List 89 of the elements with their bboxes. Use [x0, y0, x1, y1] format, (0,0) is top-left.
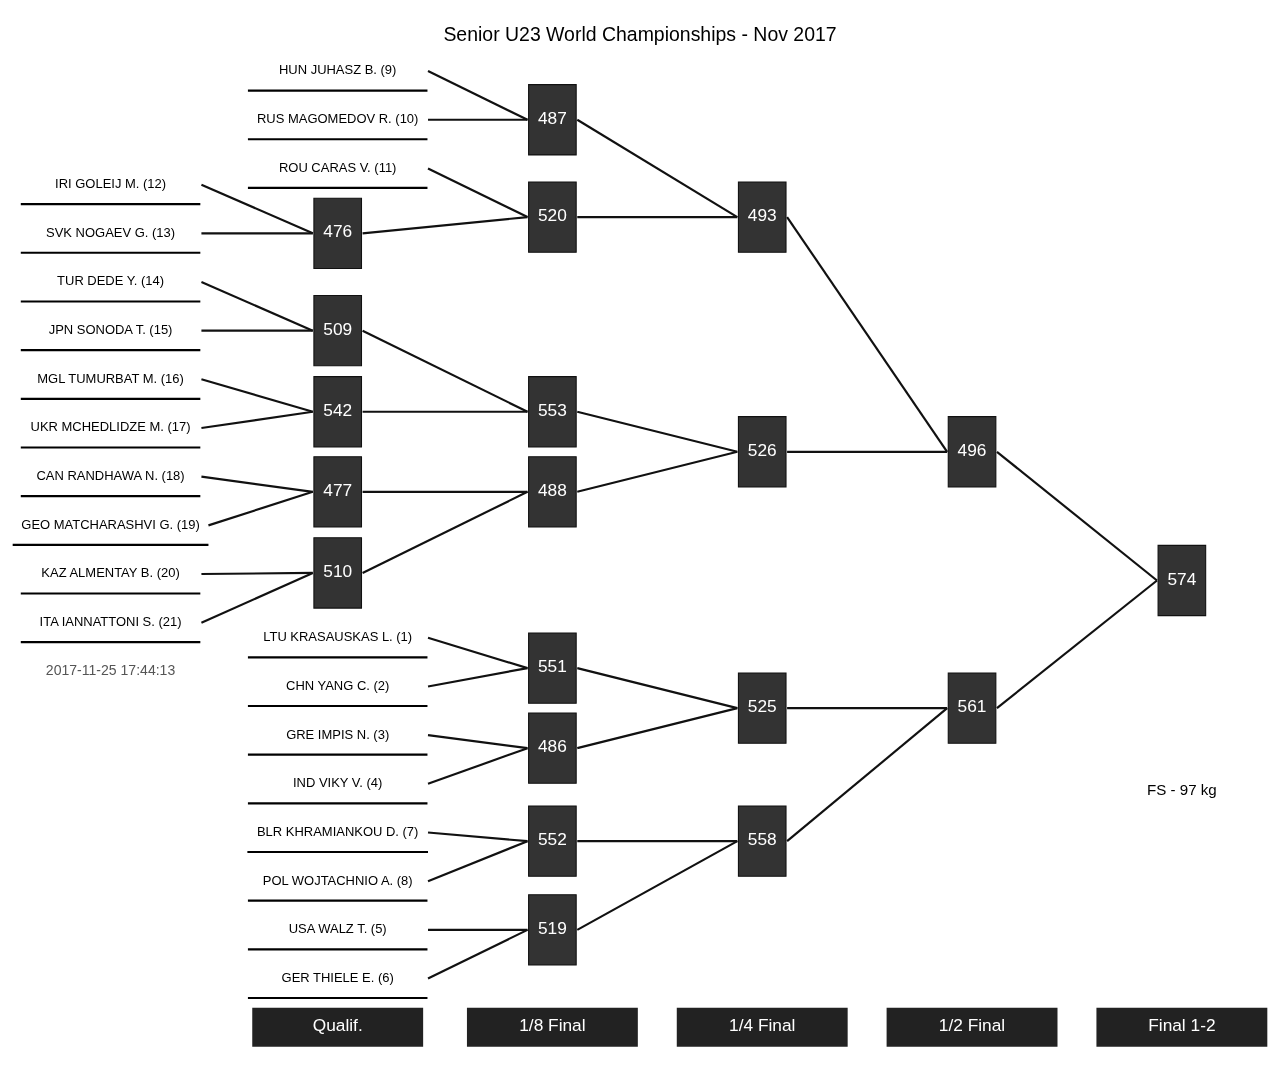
connector — [200, 571, 314, 624]
connector — [427, 830, 528, 842]
connector — [427, 166, 528, 218]
node-text: GEO MATCHARASHVI G. (19) — [21, 516, 200, 532]
connector — [576, 839, 738, 931]
node-text: CAN RANDHAWA N. (18) — [36, 467, 185, 483]
connector — [362, 490, 528, 574]
connector — [787, 706, 948, 709]
connector — [577, 706, 738, 749]
connector — [427, 69, 528, 121]
node-box: 558 — [737, 805, 787, 877]
node-box: 476 — [313, 197, 363, 269]
label: 1/8 Final — [519, 1014, 586, 1035]
node-text: SVK NOGAEV G. (13) — [46, 224, 176, 240]
node-text: ROU CARAS V. (11) — [278, 159, 397, 175]
node-box: 496 — [947, 415, 997, 487]
connector — [201, 183, 314, 234]
connector — [201, 329, 313, 332]
connector — [996, 579, 1158, 709]
node-box: 525 — [737, 671, 787, 744]
node-text: CHN YANG C. (2) — [286, 677, 390, 693]
connector — [577, 410, 738, 453]
label: 1/4 Final — [729, 1014, 796, 1035]
node-box: 526 — [737, 415, 787, 487]
node-box: 551 — [528, 631, 577, 704]
node-text: JPN SONODA T. (15) — [48, 321, 173, 337]
node-box: 553 — [528, 375, 577, 447]
connector — [208, 490, 314, 526]
connector — [362, 490, 528, 493]
node-text: POL WOJTACHNIO A. (8) — [262, 872, 413, 888]
node-box: 488 — [528, 455, 577, 527]
node-box: 493 — [737, 180, 787, 253]
connector — [577, 450, 738, 493]
connector — [362, 410, 528, 413]
connector — [996, 450, 1158, 581]
node-box: 542 — [313, 375, 363, 447]
node-text: HUN JUHASZ B. (9) — [278, 61, 397, 77]
diagram-title: Senior U23 World Championships - Nov 2017 — [443, 22, 837, 45]
node-box: 509 — [313, 294, 363, 366]
node-box: 510 — [313, 536, 363, 609]
connector — [428, 928, 528, 931]
connector — [362, 329, 528, 413]
label: 1/2 Final — [938, 1014, 1006, 1035]
node-box: 561 — [947, 671, 997, 744]
node-text: GER THIELE E. (6) — [281, 969, 394, 985]
node-box: 477 — [313, 455, 363, 527]
node-box: 519 — [528, 893, 577, 966]
node-text: RUS MAGOMEDOV R. (10) — [256, 110, 419, 126]
node-box: 487 — [528, 83, 577, 155]
connector — [427, 746, 528, 785]
node-text: LTU KRASAUSKAS L. (1) — [263, 628, 413, 644]
node-text: BLR KHRAMIANKOU D. (7) — [256, 823, 419, 839]
node-text: KAZ ALMENTAY B. (20) — [41, 564, 180, 580]
connector — [428, 118, 528, 121]
node-text: IND VIKY V. (4) — [293, 774, 383, 790]
connector — [201, 280, 314, 332]
connector — [427, 666, 528, 688]
node-text: UKR MCHEDLIDZE M. (17) — [30, 418, 191, 434]
label: Qualif. — [312, 1014, 363, 1035]
label: 2017-11-25 17:44:13 — [45, 661, 176, 678]
connector — [201, 571, 313, 575]
connector — [201, 410, 313, 429]
connector — [201, 475, 313, 493]
connector — [576, 118, 738, 218]
connector — [201, 377, 314, 413]
node-text: USA WALZ T. (5) — [288, 920, 387, 936]
connector — [786, 706, 948, 842]
connector — [427, 839, 528, 882]
connector — [362, 215, 528, 234]
connector — [427, 636, 528, 669]
node-box: 486 — [528, 711, 577, 784]
label: FS - 97 kg — [1146, 780, 1217, 798]
connector — [427, 928, 528, 979]
connector — [786, 216, 949, 452]
connector — [427, 733, 528, 749]
connector — [787, 450, 948, 453]
node-box: 574 — [1157, 544, 1207, 616]
node-box: 520 — [528, 180, 577, 253]
connector — [201, 231, 313, 234]
label: Final 1-2 — [1148, 1014, 1216, 1035]
connector — [577, 839, 738, 842]
node-text: IRI GOLEIJ M. (12) — [55, 175, 167, 191]
node-box: 552 — [528, 805, 577, 877]
connector — [577, 215, 738, 218]
node-text: ITA IANNATTONI S. (21) — [39, 613, 182, 629]
node-text: MGL TUMURBAT M. (16) — [37, 370, 184, 386]
node-text: GRE IMPIS N. (3) — [286, 726, 390, 742]
node-text: TUR DEDE Y. (14) — [57, 272, 165, 288]
connector — [577, 666, 738, 709]
